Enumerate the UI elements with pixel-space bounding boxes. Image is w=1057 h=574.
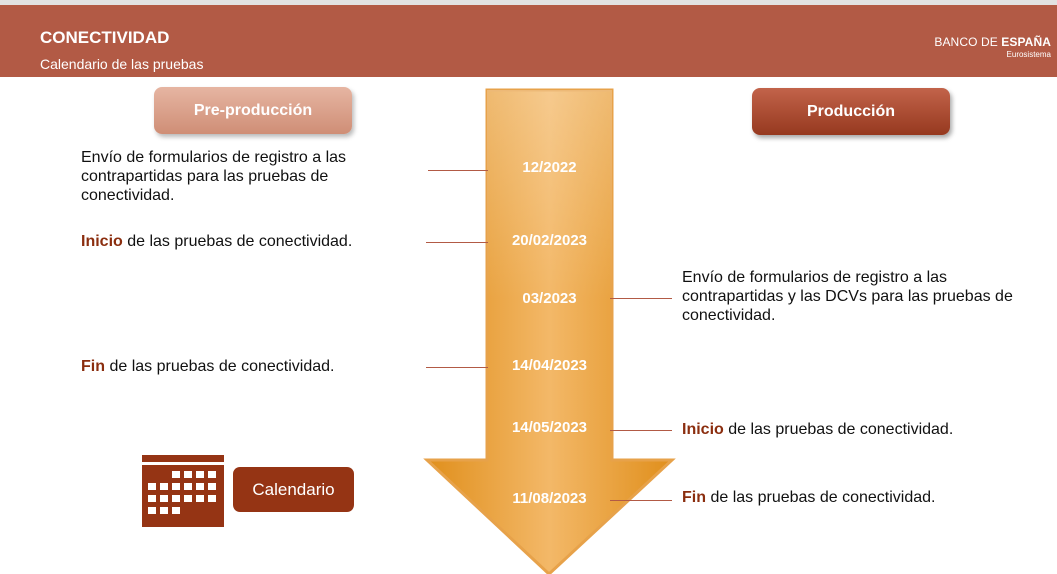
logo-subtext: Eurosistema: [1006, 50, 1051, 59]
prod-fin-text: Fin de las pruebas de conectividad.: [682, 488, 935, 507]
header-bar: CONECTIVIDAD Calendario de las pruebas B…: [0, 5, 1057, 77]
date-label: 14/05/2023: [511, 419, 588, 436]
connector-line: [426, 367, 488, 368]
page-title: CONECTIVIDAD: [40, 28, 170, 47]
date-label: 03/2023: [522, 290, 577, 307]
pre-inicio-text: Inicio de las pruebas de conectividad.: [81, 232, 352, 251]
logo-text-bold: ESPAÑA: [1001, 35, 1051, 49]
pre-registro-text: Envío de formularios de registro a las c…: [81, 149, 347, 204]
inicio-rest: de las pruebas de conectividad.: [723, 421, 954, 438]
calendario-button[interactable]: Calendario: [233, 467, 354, 512]
connector-line: [428, 170, 488, 171]
produccion-button[interactable]: Producción: [752, 88, 950, 135]
logo-text-left: BANCO DE: [934, 35, 1002, 49]
date-label: 11/08/2023: [512, 490, 587, 507]
date-label: 12/2022: [522, 159, 577, 176]
fin-rest: de las pruebas de conectividad.: [105, 358, 335, 375]
inicio-keyword: Inicio: [81, 233, 123, 250]
calendar-icon[interactable]: [142, 455, 224, 527]
connector-line: [610, 430, 672, 431]
prod-inicio-text: Inicio de las pruebas de conectividad.: [682, 420, 953, 439]
fin-keyword: Fin: [682, 489, 706, 506]
pre-fin-text: Fin de las pruebas de conectividad.: [81, 357, 334, 376]
fin-keyword: Fin: [81, 358, 105, 375]
fin-rest: de las pruebas de conectividad.: [706, 489, 936, 506]
page-subtitle: Calendario de las pruebas: [40, 56, 204, 72]
connector-line: [610, 500, 672, 501]
pre-produccion-button[interactable]: Pre-producción: [154, 87, 352, 134]
prod-registro-text: Envío de formularios de registro a las c…: [682, 269, 1013, 324]
inicio-rest: de las pruebas de conectividad.: [122, 233, 353, 250]
date-label: 14/04/2023: [511, 357, 588, 374]
date-label: 20/02/2023: [511, 232, 588, 249]
connector-line: [610, 298, 672, 299]
banco-de-espana-logo: BANCO DE ESPAÑA Eurosistema: [934, 35, 1051, 59]
inicio-keyword: Inicio: [682, 421, 724, 438]
connector-line: [426, 242, 488, 243]
top-border: [0, 0, 1057, 5]
